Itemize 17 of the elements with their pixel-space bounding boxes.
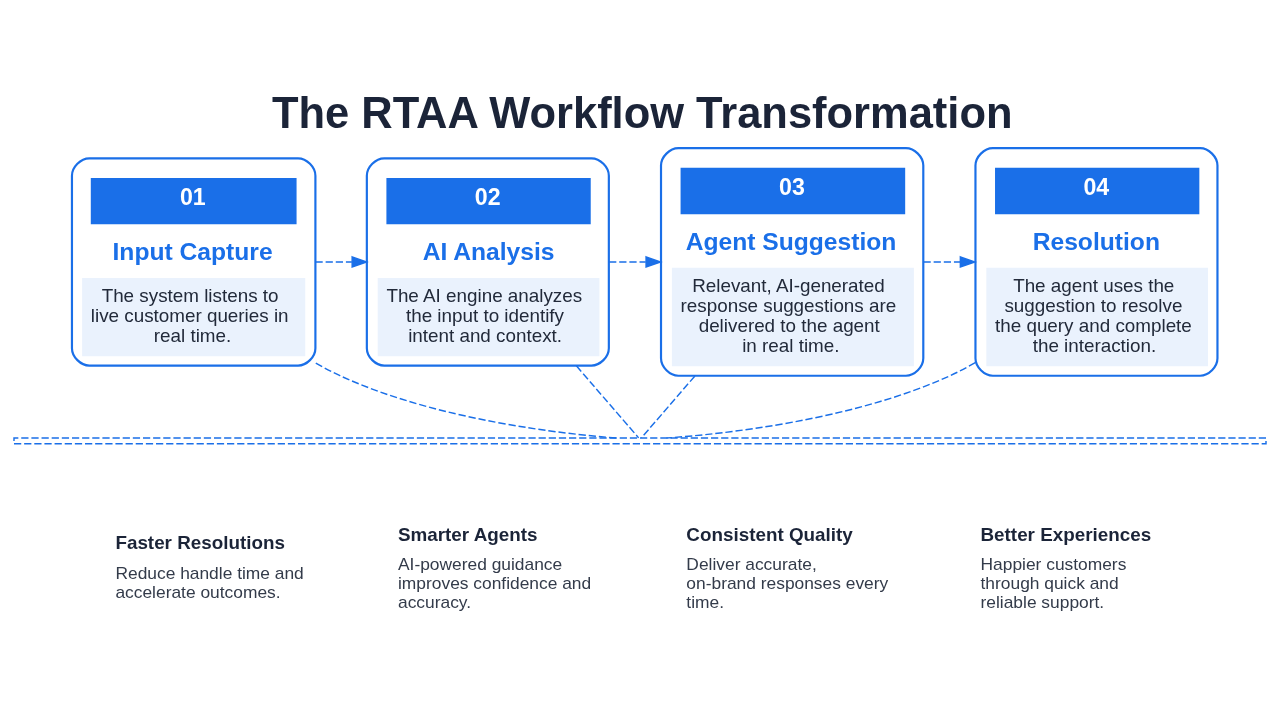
node-box: 03 Agent Suggestion Relevant, AI-generated response suggestions are delivered to the agent in real time. xyxy=(659,146,925,377)
node-text: Smarter Agents AI-powered guidance improves confidence and accuracy. xyxy=(398,523,592,612)
connector xyxy=(315,361,618,439)
node-text: Consistent Quality Deliver accurate, on-brand responses every time. xyxy=(686,523,889,612)
connector xyxy=(665,361,976,439)
node-bar xyxy=(13,436,1267,445)
node-text: Faster Resolutions Reduce handle time and accelerate outcomes. xyxy=(115,531,304,602)
node-text: Better Experiences Happier customers through quick and reliable support. xyxy=(980,523,1152,612)
arrow xyxy=(608,255,663,268)
node-box: 01 Input Capture The system listens to live customer queries in real time. xyxy=(70,156,317,367)
connector xyxy=(640,374,696,439)
node-box: 02 AI Analysis The AI engine analyzes the input to identify intent and context. xyxy=(365,156,610,367)
node-box: 04 Resolution The agent uses the suggestion to resolve the query and complete the interaction. xyxy=(974,146,1219,377)
diagram-title: The RTAA Workflow Transformation xyxy=(271,88,1013,137)
arrow xyxy=(922,255,978,268)
connector xyxy=(575,364,640,439)
arrow xyxy=(314,255,369,268)
